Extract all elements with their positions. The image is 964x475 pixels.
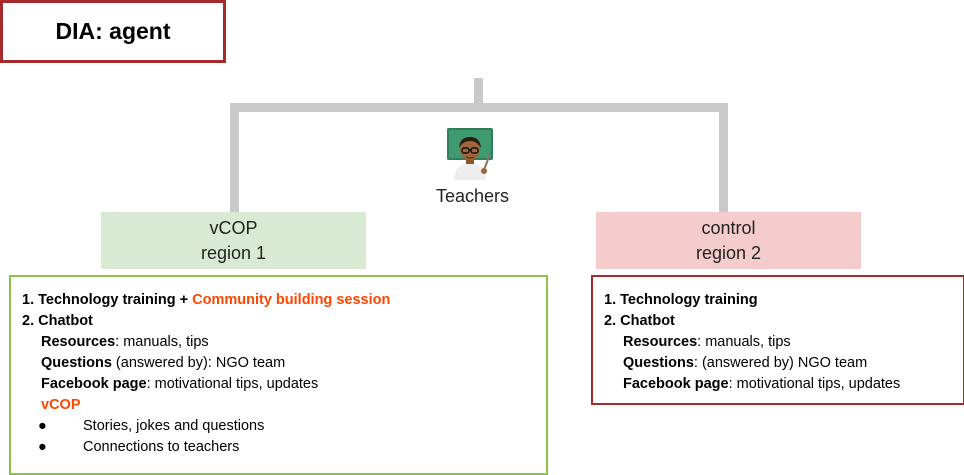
left-facebook-line: Facebook page: motivational tips, update…: [22, 374, 546, 395]
list-item: ● Stories, jokes and questions: [22, 416, 546, 437]
right-item-1: 1. Technology training: [604, 292, 758, 308]
left-questions-line: Questions (answered by): NGO team: [22, 353, 546, 374]
right-resources-text: : manuals, tips: [697, 334, 791, 350]
bullet-icon: ●: [38, 439, 47, 455]
right-resources-label: Resources: [623, 334, 698, 350]
right-questions-label: Questions: [623, 355, 694, 371]
region-2-control-header: control region 2: [596, 212, 861, 269]
connector-top-stem: [474, 78, 483, 104]
bullet-text: Stories, jokes and questions: [83, 418, 265, 434]
left-item-1-text: 1. Technology training +: [22, 292, 193, 308]
left-questions-text: (answered by): NGO team: [111, 355, 286, 371]
right-questions-line: Questions: (answered by) NGO team: [604, 353, 963, 374]
connector-horizontal-bar: [230, 103, 728, 112]
teacher-at-board-icon: [446, 126, 494, 180]
right-facebook-line: Facebook page: motivational tips, update…: [604, 374, 963, 395]
left-questions-label: Questions: [41, 355, 112, 371]
left-resources-label: Resources: [41, 334, 116, 350]
teachers-label: Teachers: [436, 186, 510, 206]
region-2-subtitle: region 2: [695, 242, 762, 263]
right-questions-text: : (answered by) NGO team: [693, 355, 868, 371]
right-facebook-text: : motivational tips, updates: [728, 376, 901, 392]
right-item-2-chatbot: 2. Chatbot: [604, 313, 675, 329]
region-1-details-panel: 1. Technology training + Community build…: [9, 275, 548, 475]
connector-left-drop: [230, 103, 239, 212]
left-facebook-label: Facebook page: [41, 376, 147, 392]
region-1-vcop-header: vCOP region 1: [101, 212, 366, 269]
region-2-title: control: [701, 217, 756, 238]
list-item: ● Connections to teachers: [22, 437, 546, 458]
bullet-text: Connections to teachers: [83, 439, 240, 455]
region-2-details-panel: 1. Technology training 2. Chatbot Resour…: [591, 275, 964, 405]
top-node-dia-agent: DIA: agent: [0, 0, 226, 63]
region-1-subtitle: region 1: [200, 242, 267, 263]
connector-right-drop: [719, 103, 728, 212]
top-node-title: DIA: agent: [55, 18, 171, 44]
left-item-1: 1. Technology training + Community build…: [22, 290, 546, 311]
right-resources-line: Resources: manuals, tips: [604, 332, 963, 353]
region-1-title: vCOP: [209, 217, 258, 238]
left-facebook-text: : motivational tips, updates: [146, 376, 319, 392]
community-building-highlight: Community building session: [192, 292, 391, 308]
left-resources-line: Resources: manuals, tips: [22, 332, 546, 353]
left-item-2-chatbot: 2. Chatbot: [22, 313, 93, 329]
left-resources-text: : manuals, tips: [115, 334, 209, 350]
left-vcop-label: vCOP: [41, 397, 81, 413]
bullet-icon: ●: [38, 418, 47, 434]
right-facebook-label: Facebook page: [623, 376, 729, 392]
